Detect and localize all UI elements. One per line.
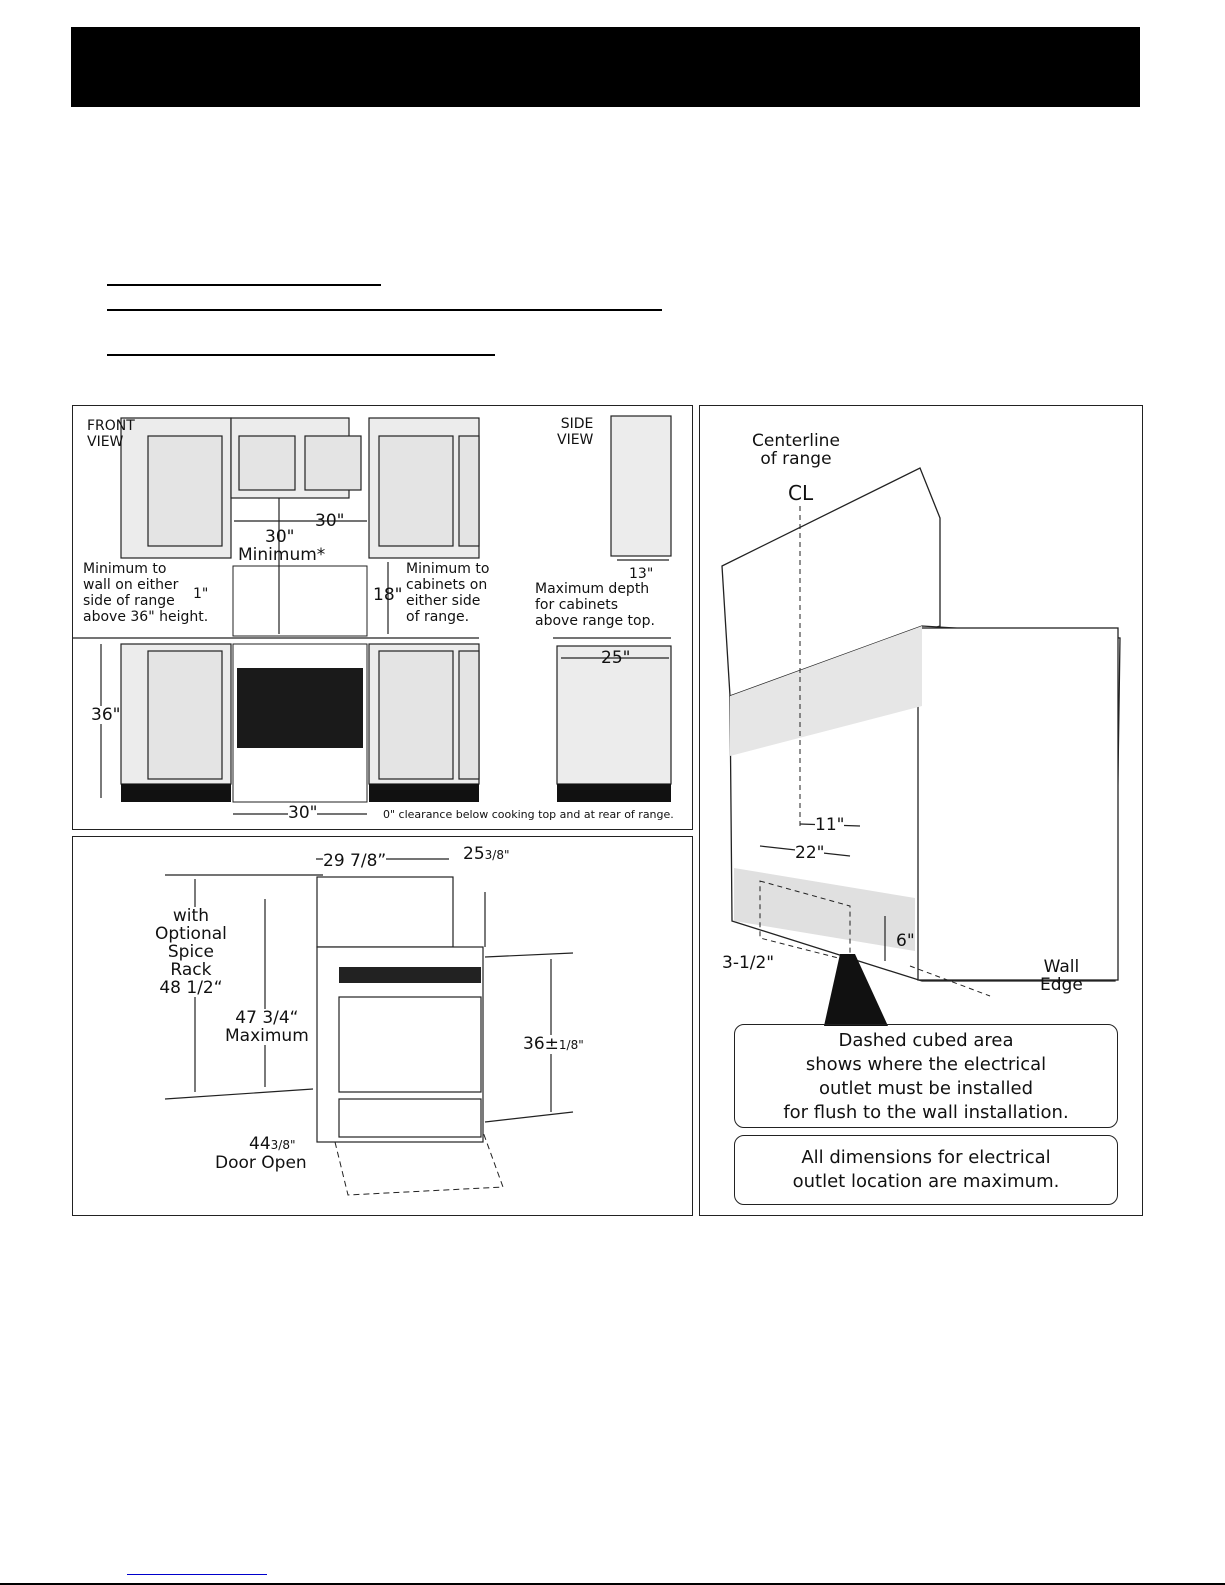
wall-clearance-note: Minimum to wall on either side of range … — [83, 561, 209, 625]
three-half-inch-label: 3-1/2" — [722, 953, 775, 973]
door-open-fraction: 3/8" — [270, 1138, 296, 1152]
height-label: 36±1/8" — [523, 1035, 584, 1054]
cabinet-clearance-note: Minimum to cabinets on either side of ra… — [406, 561, 490, 625]
height-value: 36 — [523, 1034, 545, 1054]
height-fraction: 1/8" — [558, 1038, 584, 1052]
front-side-view-diagram: FRONT VIEW SIDE VIEW 30" 30" Minimum* Mi… — [72, 405, 693, 830]
depth-note: Maximum depth for cabinets above range t… — [535, 581, 655, 629]
width-30-top: 30" — [315, 511, 345, 531]
spice-rack-height: with Optional Spice Rack 48 1/2“ — [155, 906, 227, 998]
range-dimensions-diagram: 29 7/8” 253/8" with Optional Spice Rack … — [72, 836, 693, 1216]
eleven-inch-label: 11" — [815, 815, 845, 835]
heading-underline — [107, 354, 495, 356]
minimum-label: Minimum* — [238, 546, 325, 564]
depth-value: 25 — [463, 844, 485, 864]
door-open-depth: 443/8" — [249, 1135, 295, 1154]
eighteen-inch-label: 18" — [373, 585, 403, 605]
outlet-drawing — [721, 467, 1121, 1026]
header-bar — [71, 27, 1140, 107]
outlet-max-note: All dimensions for electrical outlet loc… — [734, 1135, 1118, 1205]
footer-link-underline[interactable] — [127, 1574, 267, 1575]
thirtysix-inch-label: 36" — [91, 705, 121, 725]
range-drawing — [164, 858, 574, 1196]
minimum-text: Minimum — [238, 545, 317, 565]
width-30-bottom: 30" — [288, 803, 318, 823]
wall-edge-label: Wall Edge — [1040, 957, 1083, 995]
depth-fraction: 3/8" — [484, 848, 510, 862]
side-view-label: SIDE VIEW — [557, 416, 594, 448]
door-open-label: Door Open — [215, 1153, 307, 1173]
asterisk: * — [316, 545, 326, 565]
thirteen-inch-label: 13" — [629, 566, 654, 582]
one-inch-label: 1" — [193, 586, 209, 602]
front-view-label: FRONT VIEW — [87, 418, 135, 450]
width-label: 29 7/8” — [323, 851, 387, 871]
centerline-label: Centerline of range — [752, 431, 840, 469]
centerline-symbol: CL — [788, 481, 814, 505]
min-height-30: 30" — [265, 527, 295, 547]
twentyfive-inch-label: 25" — [601, 648, 631, 668]
height-tolerance-sign: ± — [544, 1034, 559, 1054]
outlet-area-note: Dashed cubed area shows where the electr… — [734, 1024, 1118, 1128]
cabinet-drawing — [73, 415, 672, 815]
heading-underline — [107, 284, 381, 286]
footer-rule — [0, 1583, 1225, 1585]
twentytwo-inch-label: 22" — [795, 843, 825, 863]
door-open-value: 44 — [249, 1134, 271, 1154]
clearance-note: 0" clearance below cooking top and at re… — [383, 808, 674, 821]
max-height-label: 47 3/4“ Maximum — [225, 1008, 309, 1046]
outlet-location-diagram: Centerline of range CL 11" 22" 6" 3-1/2"… — [699, 405, 1143, 1216]
depth-label: 253/8" — [463, 845, 509, 864]
heading-underline — [107, 309, 662, 311]
six-inch-label: 6" — [896, 931, 915, 951]
